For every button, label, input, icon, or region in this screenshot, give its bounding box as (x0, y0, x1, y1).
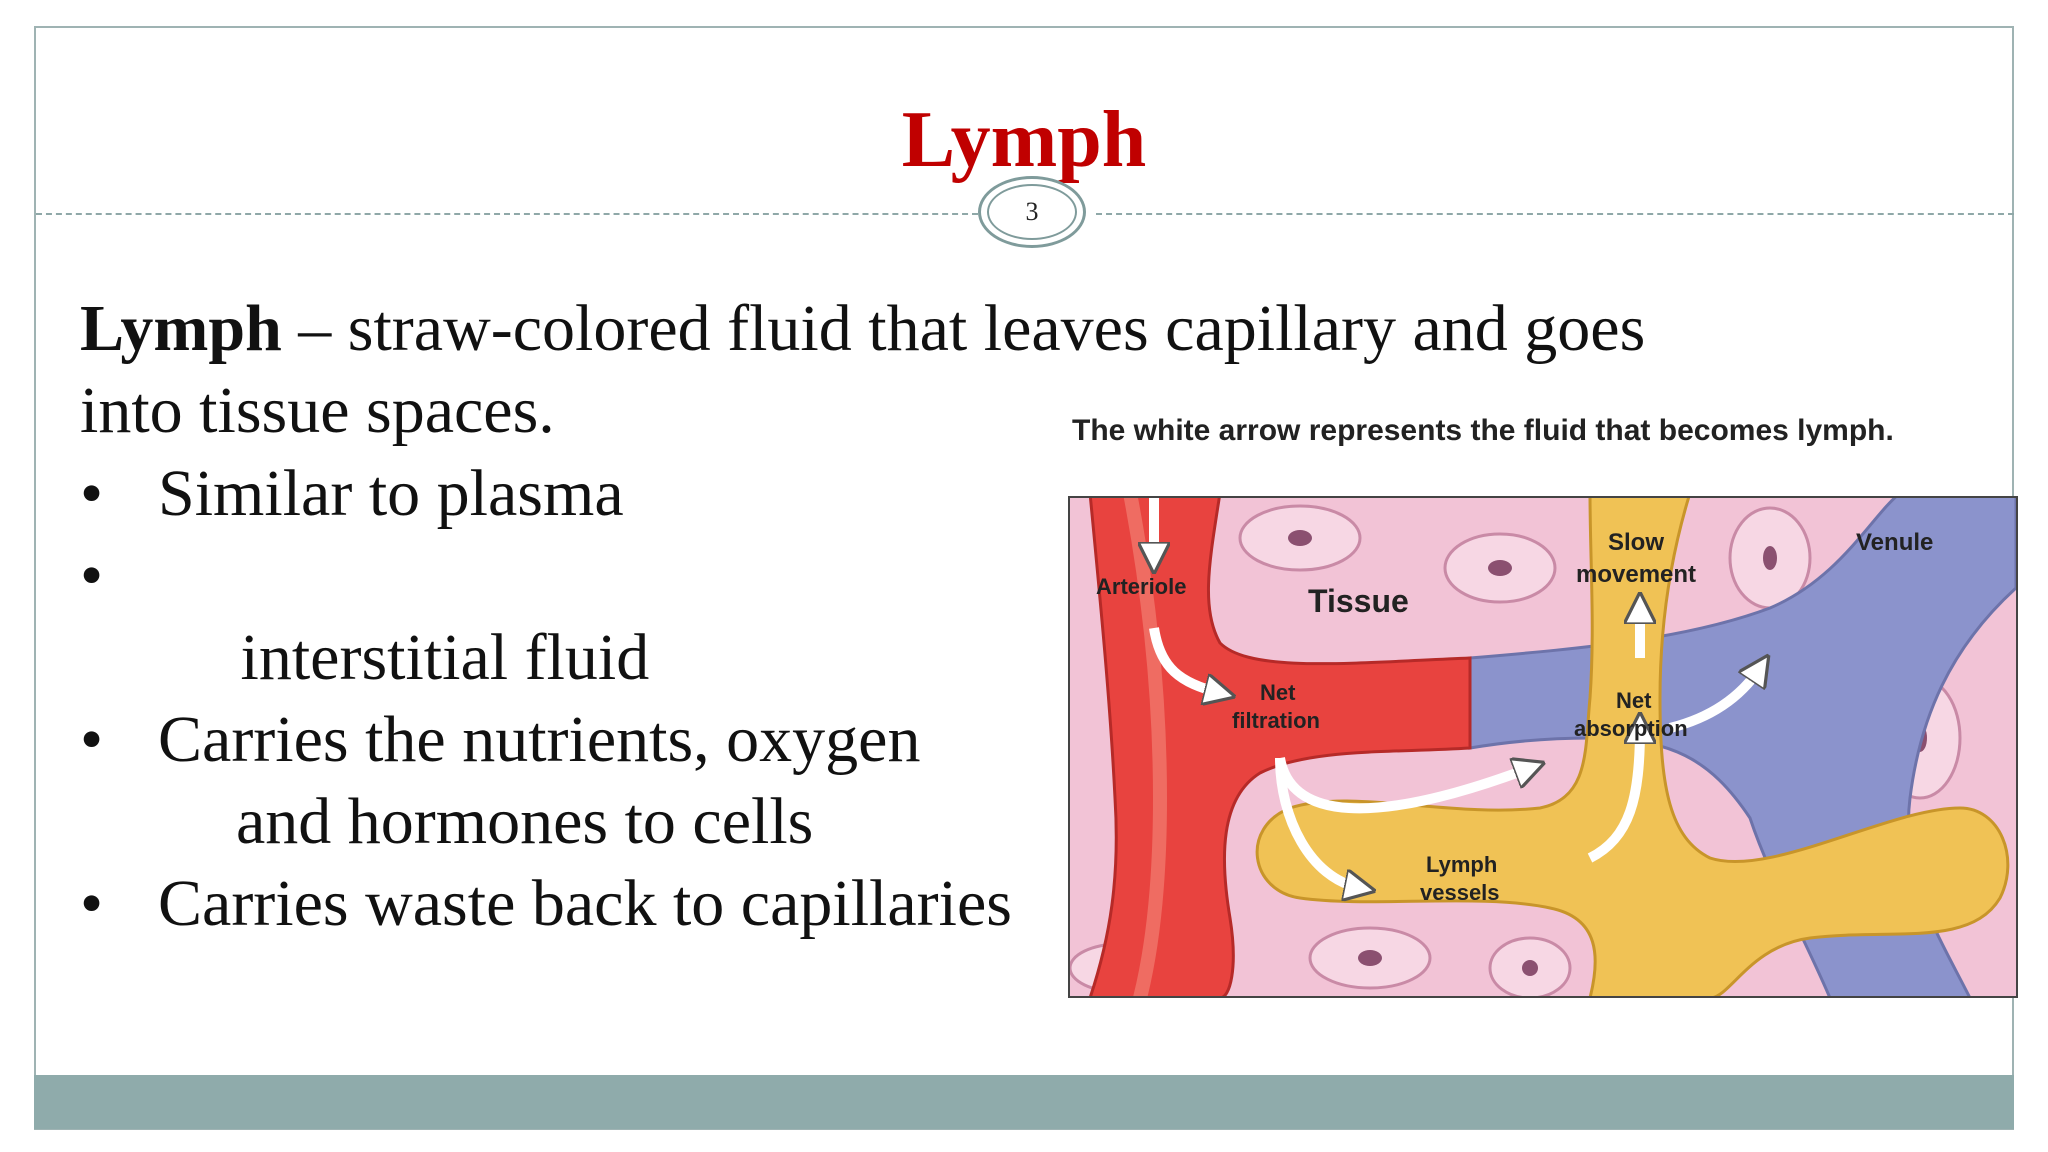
label-net-filtration-2: filtration (1232, 708, 1320, 733)
list-item: • Similar to plasma (80, 453, 1012, 535)
arrow-net-filtration (1275, 758, 1530, 814)
list-item: • Carries the nutrients, oxygen and horm… (80, 699, 1012, 863)
label-net-absorption-1: Net (1616, 688, 1652, 713)
label-venule: Venule (1856, 529, 1933, 556)
bullet-list: • Similar to plasma • interstitial fluid… (80, 453, 1012, 945)
definition-text: – straw-colored fluid that leaves capill… (80, 292, 1646, 447)
bullet-glyph: • (80, 703, 104, 776)
label-tissue: Tissue (1308, 583, 1409, 619)
title-divider-left (36, 213, 978, 215)
arteriole-highlight (1123, 498, 1168, 996)
capillary-diagram: Arteriole Tissue Net filtration Slow mov… (1068, 496, 2018, 998)
fluid-arrows (1154, 498, 1760, 888)
label-slow-movement-1: Slow (1608, 529, 1664, 556)
bullet-continuation: and hormones to cells (236, 785, 814, 858)
page-number: 3 (987, 184, 1077, 240)
bullet-text: Carries waste back to capillaries (158, 867, 1012, 940)
label-lymph-vessels-2: vessels (1420, 880, 1500, 905)
bullet-text: Carries the nutrients, oxygen (158, 703, 921, 776)
definition-paragraph: Lymph – straw-colored fluid that leaves … (80, 288, 1760, 452)
figure-caption: The white arrow represents the fluid tha… (1072, 414, 1894, 447)
page-number-badge: 3 (978, 176, 1086, 248)
arrow-absorption (1668, 668, 1760, 733)
arrow-to-lymph (1275, 757, 1360, 888)
bullet-glyph: • (80, 867, 104, 940)
bullet-glyph: • (80, 457, 104, 530)
label-lymph-vessels-1: Lymph (1426, 852, 1497, 877)
arteriole-vessel (1088, 498, 1472, 996)
bullet-text: interstitial fluid (224, 621, 650, 694)
bullet-glyph: • (80, 539, 104, 612)
arrow-arteriole-down (1149, 627, 1220, 693)
label-arteriole: Arteriole (1096, 574, 1186, 599)
list-item: • interstitial fluid (80, 535, 1012, 699)
capillary-diagram-svg: Arteriole Tissue Net filtration Slow mov… (1070, 498, 2016, 996)
lymph-vessel (1255, 498, 2010, 996)
footer-band (34, 1075, 2014, 1129)
definition-term: Lymph (80, 292, 282, 365)
list-item: • Carries waste back to capillaries (80, 863, 1012, 945)
arrow-lymph-up (1587, 728, 1640, 863)
slide-title: Lymph (901, 96, 1147, 184)
label-net-filtration-1: Net (1260, 680, 1296, 705)
bullet-text: Similar to plasma (158, 457, 624, 530)
cell-nuclei (1288, 530, 1927, 976)
label-slow-movement-2: movement (1576, 561, 1696, 588)
label-net-absorption-2: absorption (1574, 716, 1688, 741)
title-divider-right (1096, 213, 2014, 215)
